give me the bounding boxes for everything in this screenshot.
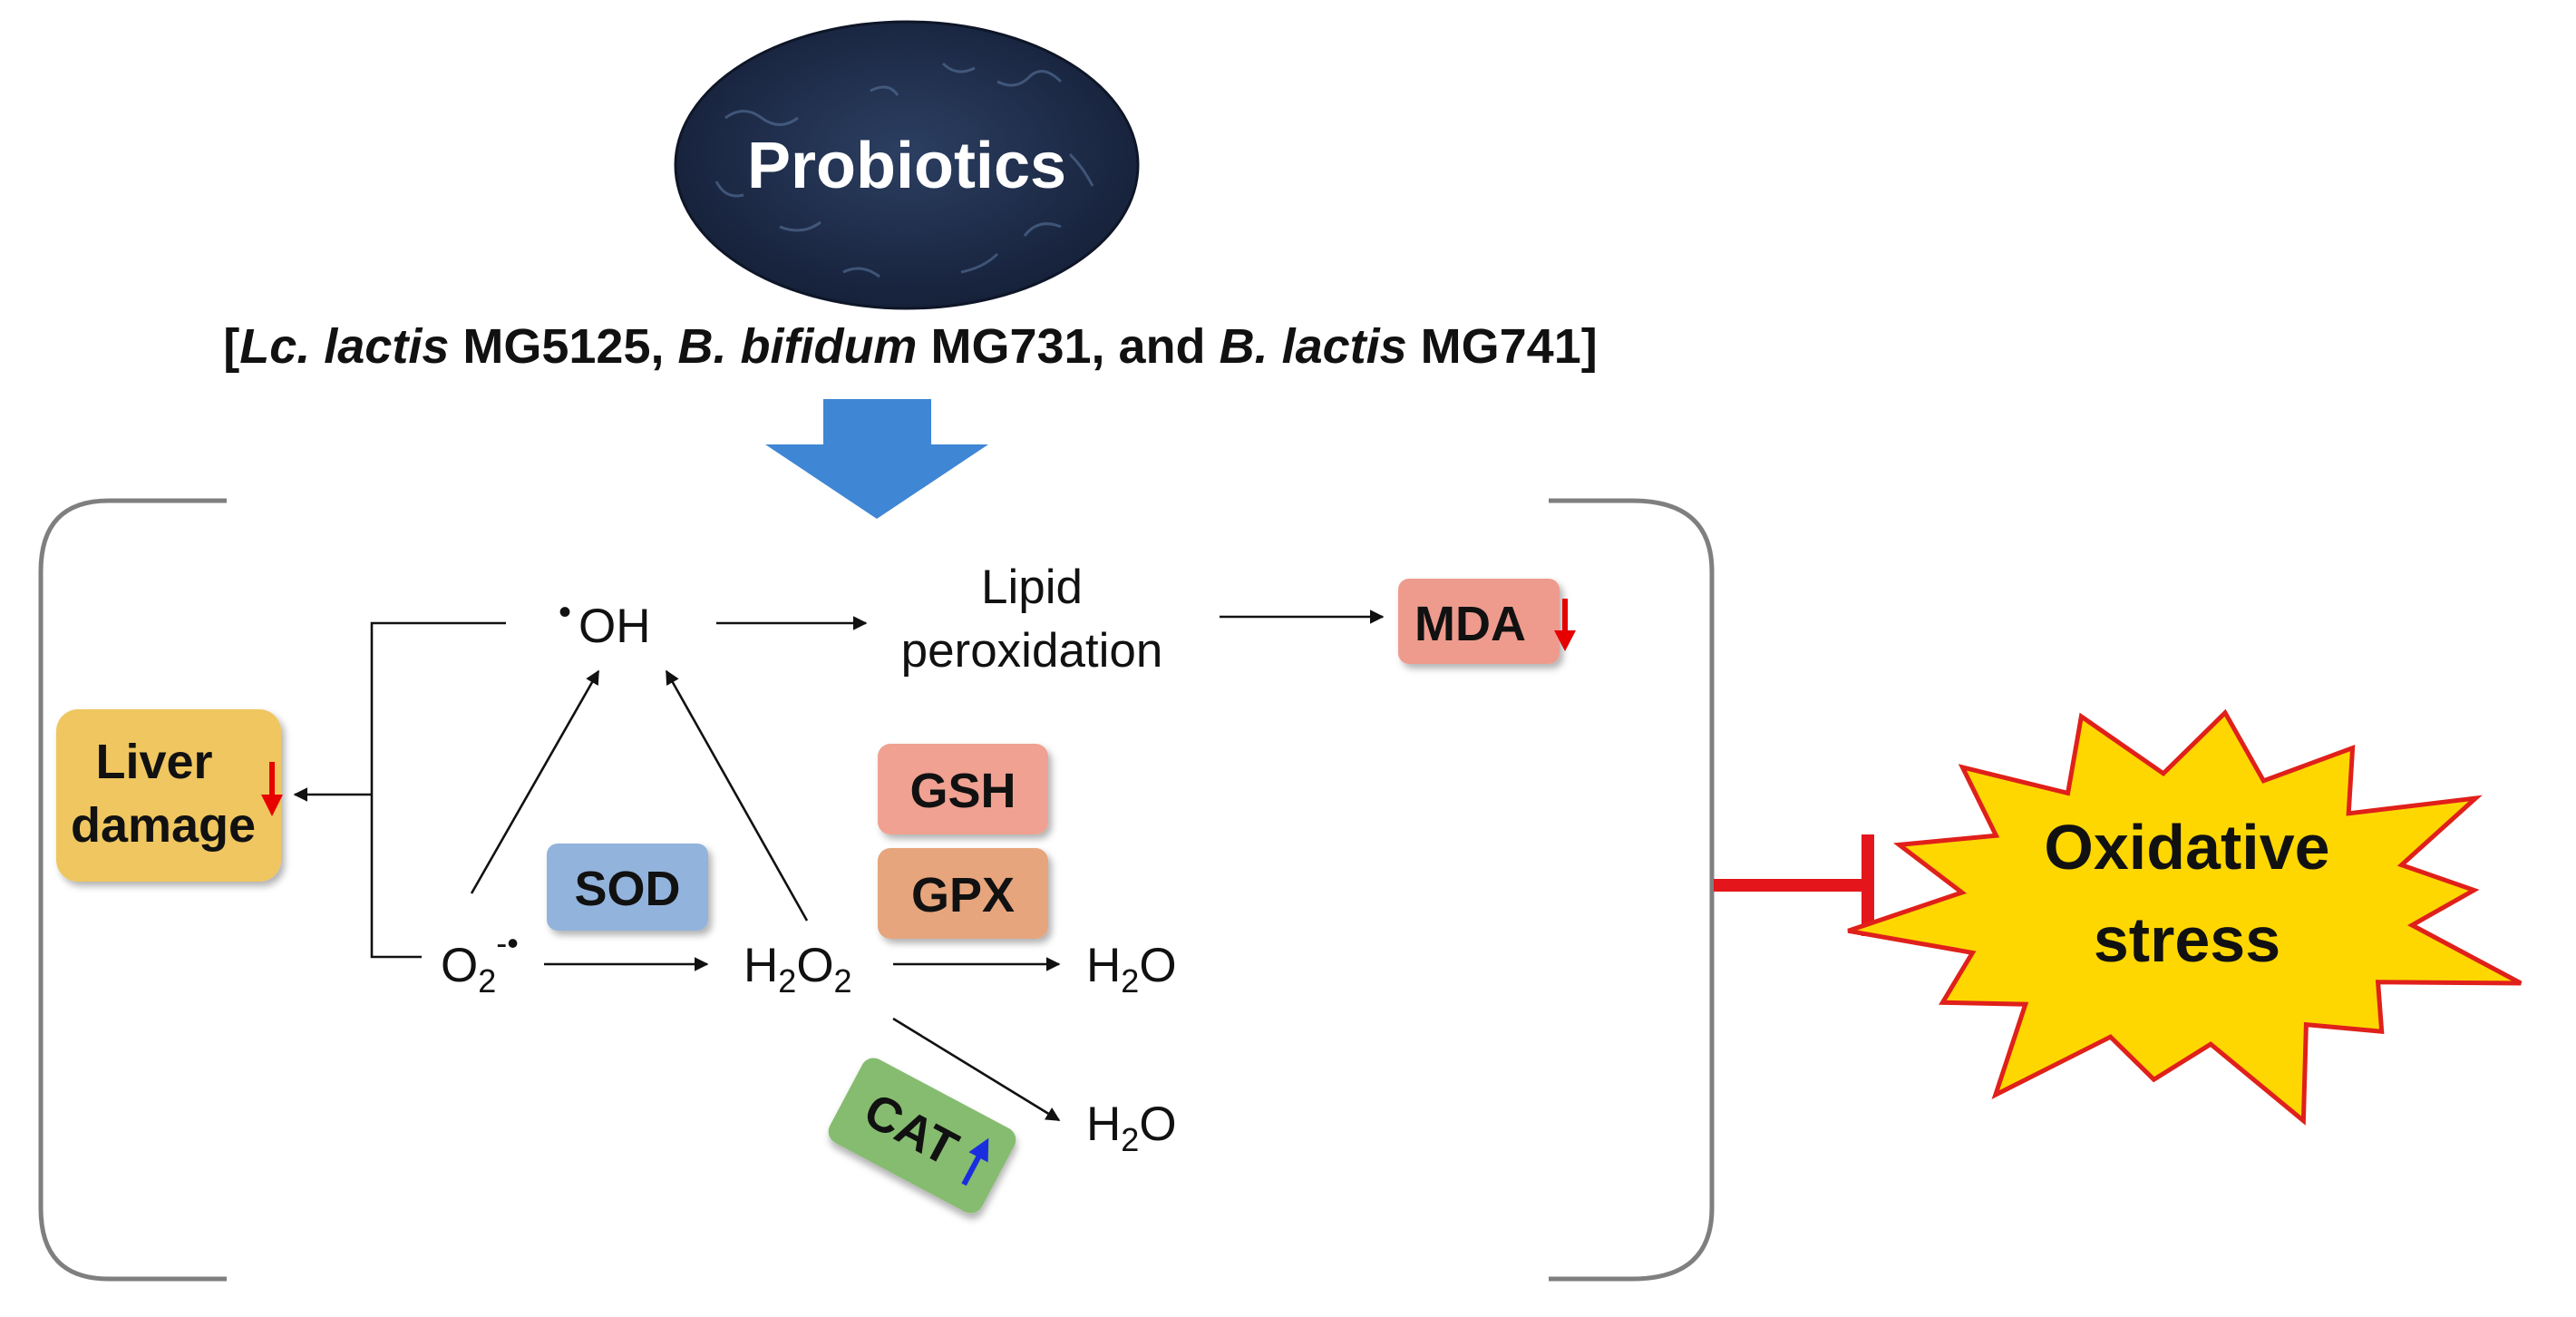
water1-h: H [1086,939,1121,992]
probiotics-node: Probiotics [674,20,1140,310]
treatment-down-arrow [765,399,988,519]
arrow-h2o2-to-hydroxyl [665,669,809,922]
probiotics-ellipse [674,20,1140,310]
water2-h: H [1086,1098,1121,1151]
lipid-peroxidation-line2: peroxidation [901,624,1163,678]
gpx-box [878,848,1048,939]
h2o2-sub1: 2 [778,962,796,1000]
hydroxyl-radical: •OH [559,592,651,653]
superoxide-sub: 2 [478,962,496,1000]
water1-sub: 2 [1121,962,1139,1000]
left-bracket [38,498,227,1282]
hydrogen-peroxide: H2O2 [744,939,852,1000]
mda-down-arrow-icon [1554,599,1576,651]
strain-3-code: MG741] [1407,319,1598,374]
hydroxyl-left-line [370,621,506,959]
water1-o: O [1139,939,1176,992]
strain-1-code: MG5125, [449,319,677,374]
sod-box [547,844,708,931]
strain-2-code: MG731, and [917,319,1219,374]
h2o2-h: H [744,939,778,992]
sod-label: SOD [574,862,680,916]
bacteria-texture [714,62,1094,278]
water-cat-product: H2O [1086,1098,1177,1158]
mda-label: MDA [1414,597,1526,651]
strain-3-genus: B. lactis [1220,319,1407,374]
cat-up-arrow-icon [961,1137,989,1186]
gsh-marker [878,744,1048,834]
hydroxyl-dot: • [559,592,571,632]
arrow-superoxide-to-hydroxyl [470,669,600,894]
superoxide-base: O [441,939,478,992]
probiotics-label: Probiotics [747,130,1066,202]
sod-marker [547,844,708,931]
superoxide-sup: -• [496,924,519,961]
pathway-connectors [293,610,1385,1122]
right-bracket [1549,498,1715,1282]
strain-list: [Lc. lactis MG5125, B. bifidum MG731, an… [223,319,1597,374]
mda-marker [1398,579,1560,664]
liver-damage-line2: damage [71,798,256,853]
hydroxyl-text: OH [578,600,651,653]
burst-shape [1847,708,2523,1126]
strain-open: [ [223,319,239,374]
gpx-label: GPX [911,868,1015,922]
liver-damage-box [56,709,281,882]
liver-damage-line1: Liver [95,735,212,789]
h2o2-sub2: 2 [834,962,852,1000]
inhibition-symbol [1714,834,1874,936]
water2-sub: 2 [1121,1121,1139,1158]
oxidative-stress-line1: Oxidative [2044,812,2329,883]
h2o2-o: O [796,939,833,992]
superoxide: O2-• [441,924,519,1000]
water-gpx-product: H2O [1086,939,1177,1000]
oxidative-stress-burst: Oxidative stress [1847,708,2523,1126]
gsh-box [878,744,1048,834]
oxidative-stress-line2: stress [2094,904,2280,975]
gsh-label: GSH [909,764,1016,818]
arrow-h2o2-to-water-cat [892,1017,1061,1122]
mda-box [1398,579,1560,664]
liver-damage-marker [56,709,281,882]
water2-o: O [1139,1098,1176,1151]
strain-1-genus: Lc. lactis [239,319,449,374]
lipid-peroxidation-line1: Lipid [981,561,1083,614]
liver-down-arrow-icon [261,762,283,816]
gpx-marker [878,848,1048,939]
cat-marker: CAT [828,1058,1016,1214]
strain-2-genus: B. bifidum [677,319,917,374]
